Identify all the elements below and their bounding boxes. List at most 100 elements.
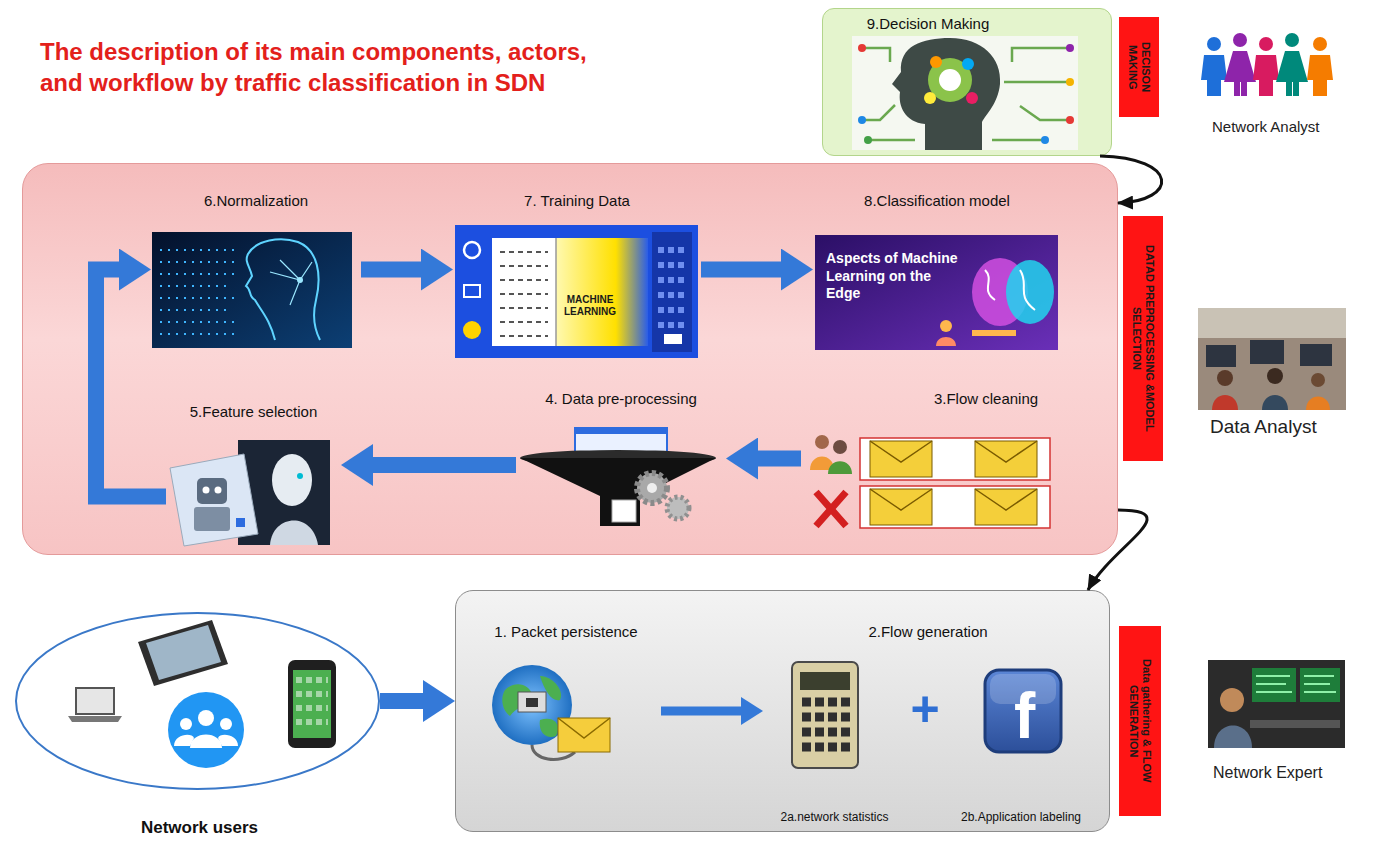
feature-selection-illustration-part xyxy=(272,454,312,506)
calculator-icon-part xyxy=(800,672,850,690)
user-devices-illustration-part xyxy=(174,735,194,746)
flow-cleaning-illustration-part xyxy=(815,435,829,449)
feature-selection-illustration-part xyxy=(297,473,303,479)
classification-model-illustration-part xyxy=(972,330,1016,336)
icon-caption: 2a.network statistics xyxy=(780,810,888,824)
user-devices-illustration-part xyxy=(68,716,122,722)
classification-model-illustration-part xyxy=(815,235,1058,350)
flow-cleaning-illustration-part xyxy=(833,440,847,454)
training-data-illustration-part xyxy=(664,334,682,344)
flow-arrow xyxy=(757,451,801,467)
data-analyst-photo-part xyxy=(1198,308,1346,410)
facebook-app-icon xyxy=(985,670,1061,752)
side-tag: DATAD PREPROCESSING &MODEL SELECTION xyxy=(1123,216,1163,461)
decision-brain-illustration-part xyxy=(1066,44,1074,52)
facebook-app-icon-part xyxy=(985,670,1061,752)
network-analyst-icon-part xyxy=(1207,37,1221,51)
user-devices-illustration-part xyxy=(293,670,331,738)
flow-arrow xyxy=(380,693,424,709)
training-data-illustration-part xyxy=(455,225,698,358)
network-analyst-icon-part xyxy=(1285,33,1299,47)
decision-brain-illustration-part xyxy=(858,116,866,124)
user-devices-illustration-part xyxy=(288,660,336,748)
decision-brain-illustration-part xyxy=(858,44,866,52)
training-data-illustration-part xyxy=(464,242,480,258)
training-data-illustration-part xyxy=(652,232,692,352)
user-devices-illustration-part xyxy=(198,710,214,726)
decision-brain-illustration-part xyxy=(924,92,936,104)
training-data-illustration-part xyxy=(500,252,548,336)
normalization-illustration-part xyxy=(297,277,303,283)
decision-brain-illustration-part xyxy=(862,48,1070,140)
logo-letter: f xyxy=(1014,684,1054,748)
user-devices-illustration-part xyxy=(76,688,114,714)
step-heading: 1. Packet persistence xyxy=(494,623,637,641)
decision-brain-illustration-part xyxy=(892,38,1000,150)
flow-arrow xyxy=(661,707,742,716)
training-data-illustration-part xyxy=(555,238,557,346)
classification-model-illustration-part xyxy=(1006,260,1054,324)
network-analyst-icon-part xyxy=(1224,51,1256,96)
step-heading: 3.Flow cleaning xyxy=(934,390,1038,408)
network-expert-photo-part xyxy=(1256,676,1336,692)
classification-model-illustration-part xyxy=(936,337,956,346)
training-data-illustration-part xyxy=(464,285,480,297)
normalization-illustration-part xyxy=(270,260,312,305)
side-tag-text: DATAD PREPROCESSING &MODEL SELECTION xyxy=(1130,222,1155,455)
network-analyst-icon-part xyxy=(1276,51,1308,96)
user-devices-illustration-part xyxy=(220,718,232,730)
network-analyst-icon-part xyxy=(1201,55,1227,96)
flow-arrow xyxy=(372,457,516,473)
data-analyst-photo-part xyxy=(1217,370,1233,386)
data-analyst-photo-part xyxy=(1198,308,1346,338)
flow-cleaning-illustration-part xyxy=(860,438,1050,480)
training-data-illustration-part xyxy=(492,238,556,346)
data-analyst-photo-part xyxy=(1300,344,1332,366)
decision-brain-illustration-part xyxy=(966,92,978,104)
funnel-illustration-part xyxy=(647,483,657,493)
actor-label: Network Analyst xyxy=(1212,118,1372,136)
step-heading: 6.Normalization xyxy=(204,192,308,210)
network-analyst-icon-part xyxy=(1313,37,1327,51)
data-analyst-photo-part xyxy=(1306,397,1330,411)
icon-caption: 2b.Application labeling xyxy=(961,810,1081,824)
network-expert-photo-part xyxy=(1214,726,1252,749)
funnel-illustration-part xyxy=(637,473,667,503)
flow-arrow xyxy=(701,262,782,278)
user-devices-illustration-part xyxy=(168,692,244,768)
training-data-illustration-part xyxy=(658,250,686,325)
calculator-icon xyxy=(792,662,858,768)
image-text: MACHINE LEARNING xyxy=(558,294,622,318)
step-heading: 8.Classification model xyxy=(864,192,1010,210)
funnel-illustration-part xyxy=(612,500,636,522)
network-expert-photo xyxy=(1208,660,1345,748)
data-analyst-photo-part xyxy=(1206,345,1236,367)
step-heading: 5.Feature selection xyxy=(190,403,318,421)
user-devices-illustration-part xyxy=(180,718,192,730)
feature-selection-illustration-part xyxy=(215,487,222,494)
step-heading: 4. Data pre-processing xyxy=(545,390,697,408)
packet-globe-illustration-part xyxy=(502,676,561,737)
step-heading: 7. Training Data xyxy=(524,192,630,210)
diagram-title: The description of its main components, … xyxy=(40,36,610,98)
data-analyst-photo-part xyxy=(1250,340,1284,364)
network-analyst-icon-part xyxy=(1259,37,1273,51)
actor-label: Data Analyst xyxy=(1210,416,1370,439)
data-analyst-photo-part xyxy=(1212,395,1238,410)
user-devices-illustration-part xyxy=(218,735,238,746)
actor-label: Network Expert xyxy=(1213,763,1368,782)
network-expert-photo-part xyxy=(1220,688,1244,712)
packet-globe-illustration-part xyxy=(526,698,538,707)
network-analyst-icon-part xyxy=(1307,55,1333,96)
normalization-illustration-part xyxy=(160,250,240,334)
packet-globe-illustration-part xyxy=(558,718,610,738)
training-data-illustration-part xyxy=(463,321,481,339)
side-tag-text: Data gathering & FLOW GENERATION xyxy=(1127,632,1152,810)
image-text: Aspects of Machine Learning on the Edge xyxy=(826,250,964,303)
side-tag: DECISON MAKING xyxy=(1119,17,1159,117)
user-devices-illustration-part xyxy=(296,680,328,722)
classification-model-illustration-part xyxy=(940,320,952,332)
network-expert-photo-part xyxy=(1208,660,1345,748)
step-heading: 9.Decision Making xyxy=(867,15,990,33)
